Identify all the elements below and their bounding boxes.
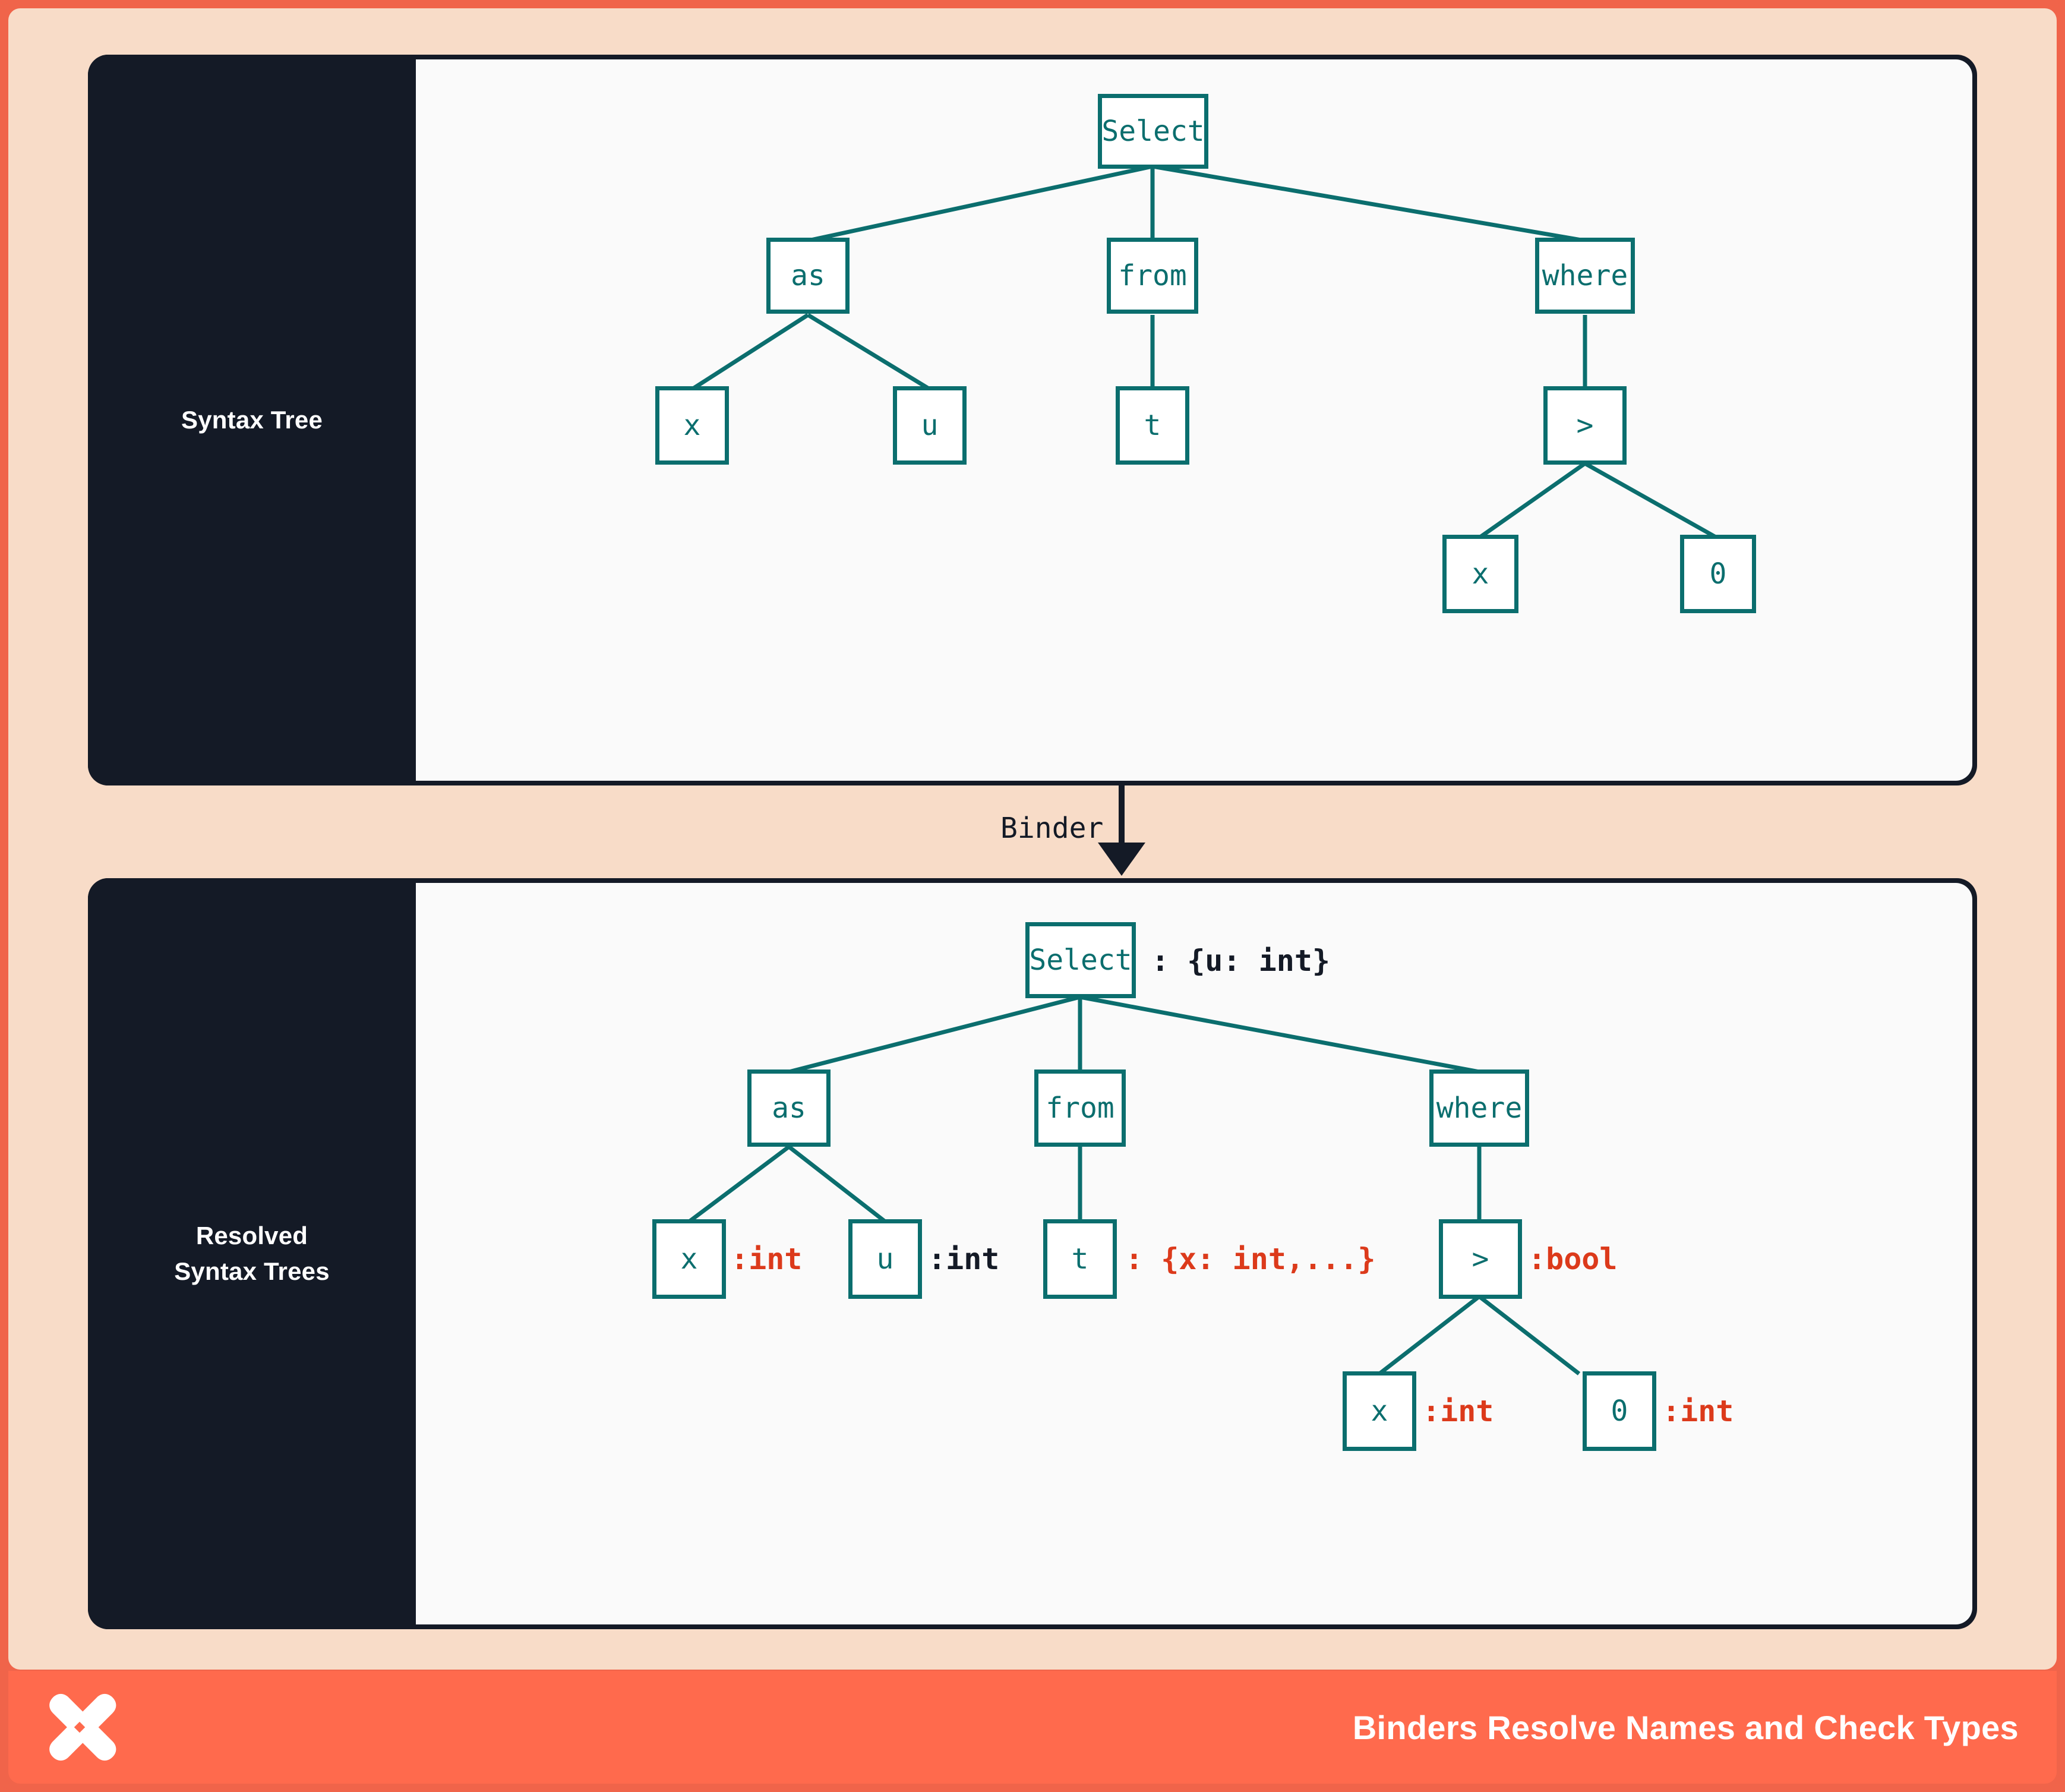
syntax-tree-sidebar-label: Syntax Tree — [181, 402, 323, 438]
resolved-syntax-tree-sidebar: Resolved Syntax Trees — [88, 878, 416, 1629]
syntax-tree-card: Syntax Tree — [88, 55, 1977, 785]
resolved-node-from-t[interactable]: t — [1043, 1219, 1117, 1299]
binder-label: Binder — [1000, 812, 1104, 845]
resolved-syntax-tree-stage: Select : {u: int} as from where x :int u… — [416, 883, 1972, 1624]
syntax-tree-sidebar: Syntax Tree — [88, 55, 416, 785]
resolved-annotation-gt-x: :int — [1422, 1394, 1494, 1428]
resolved-node-as-x[interactable]: x — [652, 1219, 726, 1299]
footer-title: Binders Resolve Names and Check Types — [1352, 1708, 2019, 1746]
resolved-syntax-tree-card: Resolved Syntax Trees — [88, 878, 1977, 1629]
resolved-annotation-gt: :bool — [1528, 1242, 1618, 1276]
syntax-node-as-u[interactable]: u — [893, 386, 967, 465]
resolved-node-as-u[interactable]: u — [848, 1219, 922, 1299]
syntax-node-gt-zero[interactable]: 0 — [1680, 535, 1756, 613]
syntax-tree-sidebar-label-line1: Syntax Tree — [181, 406, 323, 434]
syntax-node-where[interactable]: where — [1535, 238, 1635, 314]
syntax-node-from-t[interactable]: t — [1116, 386, 1189, 465]
resolved-annotation-gt-zero: :int — [1662, 1394, 1734, 1428]
binder-arrow-icon — [1098, 785, 1145, 876]
resolved-node-from[interactable]: from — [1034, 1069, 1126, 1147]
syntax-node-select[interactable]: Select — [1098, 94, 1208, 169]
resolved-annotation-as-x: :int — [731, 1242, 803, 1276]
resolved-node-gt[interactable]: > — [1439, 1219, 1522, 1299]
footer-banner: Binders Resolve Names and Check Types — [8, 1671, 2057, 1784]
resolved-node-select[interactable]: Select — [1025, 922, 1136, 998]
resolved-sidebar-label-line2: Syntax Trees — [174, 1257, 330, 1285]
syntax-node-gt[interactable]: > — [1543, 386, 1627, 465]
syntax-tree-stage: Select as from where x u t > x 0 — [416, 59, 1972, 781]
syntax-node-as[interactable]: as — [766, 238, 850, 314]
resolved-node-gt-x[interactable]: x — [1343, 1371, 1416, 1451]
resolved-annotation-select: : {u: int} — [1151, 944, 1331, 978]
resolved-node-gt-zero[interactable]: 0 — [1583, 1371, 1656, 1451]
resolved-annotation-as-u: :int — [928, 1242, 1000, 1276]
syntax-node-from[interactable]: from — [1107, 238, 1198, 314]
resolved-node-as[interactable]: as — [747, 1069, 831, 1147]
syntax-node-gt-x[interactable]: x — [1442, 535, 1518, 613]
resolved-annotation-from-t: : {x: int,...} — [1125, 1242, 1376, 1276]
resolved-sidebar-label-line1: Resolved — [195, 1222, 308, 1250]
x-mark-logo-icon — [49, 1693, 116, 1761]
resolved-node-where[interactable]: where — [1429, 1069, 1529, 1147]
resolved-syntax-tree-sidebar-label: Resolved Syntax Trees — [174, 1218, 330, 1289]
binder-transition: Binder — [88, 785, 1977, 878]
syntax-node-as-x[interactable]: x — [655, 386, 729, 465]
